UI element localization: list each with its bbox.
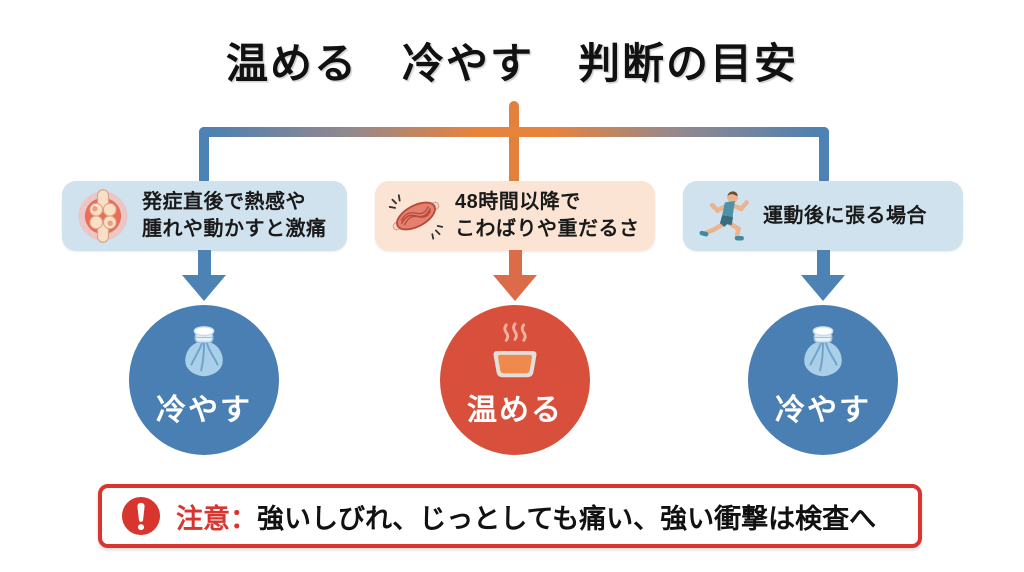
runner-icon [695, 187, 753, 245]
warning-label: 注意： [176, 503, 257, 534]
joint-inflammation-icon [74, 187, 132, 245]
condition-box-exercise: 運動後に張る場合 [683, 181, 963, 251]
down-arrow-cool-right [801, 250, 845, 301]
condition-line: こわばりや重だるさ [455, 218, 640, 240]
warning-box: 注意：強いしびれ、じっとしても痛い、強い衝撃は検査へ [98, 484, 922, 548]
warning-exclamation-icon [120, 495, 162, 537]
condition-box-stiffness: 48時間以降で こわばりや重だるさ [375, 181, 655, 251]
warning-text: 注意：強いしびれ、じっとしても痛い、強い衝撃は検査へ [176, 497, 876, 536]
condition-line: 48時間以降で [455, 191, 581, 213]
warning-body: 強いしびれ、じっとしても痛い、強い衝撃は検査へ [257, 503, 877, 534]
action-label: 冷やす [156, 394, 252, 427]
page-title: 温める 冷やす 判断の目安 [225, 40, 798, 87]
action-circle-warm: 温める [440, 305, 590, 455]
condition-text-stiffness: 48時間以降で こわばりや重だるさ [455, 189, 640, 243]
action-circle-cool-right: 冷やす [748, 305, 898, 455]
condition-line: 腫れや動かすと激痛 [142, 218, 327, 240]
connector-horizontal-line [199, 127, 829, 137]
down-arrow-warm [493, 250, 537, 301]
condition-box-acute: 発症直後で熱感や 腫れや動かすと激痛 [62, 181, 347, 251]
action-circle-cool-left: 冷やす [129, 305, 279, 455]
condition-text-exercise: 運動後に張る場合 [763, 203, 927, 230]
action-label: 温める [467, 394, 563, 427]
heat-pack-icon [480, 321, 550, 383]
action-label: 冷やす [775, 394, 871, 427]
condition-text-acute: 発症直後で熱感や 腫れや動かすと激痛 [142, 189, 327, 243]
connector-left-line [199, 127, 209, 185]
down-arrow-cool-left [182, 250, 226, 301]
condition-line: 発症直後で熱感や [142, 191, 306, 213]
connector-right-line [819, 127, 829, 185]
ice-pack-icon [169, 321, 239, 383]
muscle-icon [387, 187, 445, 245]
ice-pack-icon [788, 321, 858, 383]
condition-line: 運動後に張る場合 [763, 204, 927, 227]
connector-center-line [509, 101, 519, 187]
